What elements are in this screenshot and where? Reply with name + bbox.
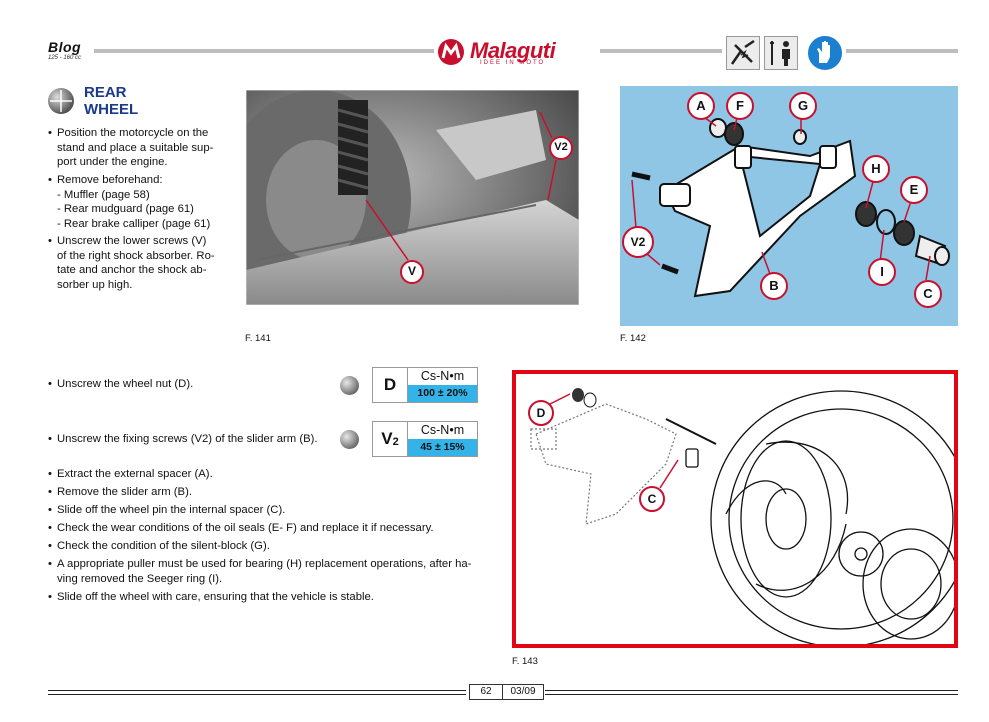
step-list-item: Extract the external spacer (A). xyxy=(48,467,213,482)
callout-f: F xyxy=(726,92,754,120)
brand-logo xyxy=(436,37,600,69)
brand-name: Malaguti xyxy=(470,38,556,63)
callout-c-diagram: C xyxy=(914,280,942,308)
torque-knob-v2 xyxy=(340,430,359,449)
callout-v2-photo-label: V2 xyxy=(554,141,568,153)
torque-v2-letter-sub: 2 xyxy=(392,436,399,448)
torque-knob-d xyxy=(340,376,359,395)
callout-i: I xyxy=(868,258,896,286)
step-list-item: Check the wear conditions of the oil sea… xyxy=(48,521,434,536)
step-list-item: Check the condition of the silent-block … xyxy=(48,539,270,554)
footer-rule-left xyxy=(48,690,466,695)
torque-v2-value: 45 ± 15% xyxy=(408,439,477,456)
torque-d-unit: Cs-N•m xyxy=(420,369,465,383)
section-icon xyxy=(48,88,74,114)
intro-bullet-position: Position the motorcycle on the stand and… xyxy=(48,126,214,170)
intro-b3-line: Unscrew the lower screws (V) xyxy=(57,235,207,247)
header-rule-right xyxy=(846,49,958,53)
diagram-wheel-exploded xyxy=(512,370,972,648)
callout-v-photo-label: V xyxy=(407,264,416,278)
brand-logo-m-icon xyxy=(438,39,464,65)
torque-d-letter: D xyxy=(373,368,408,402)
intro-b1-line: port under the engine. xyxy=(57,156,168,169)
figure-caption-141: F. 141 xyxy=(245,333,271,344)
section-title: REAR WHEEL xyxy=(84,84,138,118)
intro-b2-head: Remove beforehand: xyxy=(57,174,163,186)
tools-spark-icon xyxy=(726,36,760,70)
brand-tagline: IDEE IN MOTO xyxy=(480,60,546,66)
photo-shock-absorber xyxy=(221,89,580,310)
intro-b2-item: - Rear mudguard (page 61) xyxy=(57,203,194,216)
intro-b3-line: tate and anchor the shock ab- xyxy=(57,264,207,277)
torque-v2-unit: Cs-N•m xyxy=(420,423,465,437)
step-puller-line2: ving removed the Seeger ring (I). xyxy=(57,572,223,585)
intro-bullet-remove: Remove beforehand: - Muffler (page 58) -… xyxy=(48,173,211,231)
step-slide-off-wheel: Slide off the wheel with care, ensuring … xyxy=(48,590,374,605)
callout-v2-photo: V2 xyxy=(548,135,574,166)
callout-v-photo: V xyxy=(399,259,425,290)
header-rule-left xyxy=(94,49,434,53)
step-list-item: Remove the slider arm (B). xyxy=(48,485,192,500)
diagram-slider-arm xyxy=(620,86,958,326)
step-unscrew-slider-screws: Unscrew the fixing screws (V2) of the sl… xyxy=(48,432,318,447)
callout-g: G xyxy=(789,92,817,120)
header-rule-mid xyxy=(600,49,722,53)
torque-spec-d: D Cs-N•m 100 ± 20% xyxy=(372,367,478,403)
figure-caption-143: F. 143 xyxy=(512,656,538,667)
intro-b3-line: sorber up high. xyxy=(57,278,133,291)
torque-v2-letter-main: V xyxy=(381,429,393,448)
revision-date: 03/09 xyxy=(502,684,544,700)
step-list-item: Slide off the wheel pin the internal spa… xyxy=(48,503,285,518)
intro-b2-item: - Muffler (page 58) xyxy=(57,188,150,201)
callout-b: B xyxy=(760,272,788,300)
figure-caption-142: F. 142 xyxy=(620,333,646,344)
step-unscrew-wheel-nut: Unscrew the wheel nut (D). xyxy=(48,377,193,392)
step-puller: A appropriate puller must be used for be… xyxy=(48,557,472,586)
callout-c-wheel: C xyxy=(639,486,665,512)
footer-rule-right xyxy=(545,690,958,695)
callout-v2-diagram: V2 xyxy=(622,226,654,258)
callout-e: E xyxy=(900,176,928,204)
page-number: 62 xyxy=(469,684,503,700)
gloves-icon xyxy=(808,36,842,70)
tools-mechanic-icon xyxy=(764,36,798,70)
torque-d-value: 100 ± 20% xyxy=(408,385,477,402)
section-title-line2: WHEEL xyxy=(84,101,139,118)
intro-b1-line: Position the motorcycle on the xyxy=(57,127,209,139)
callout-a: A xyxy=(687,92,715,120)
callout-d: D xyxy=(528,400,554,426)
model-name: Blog xyxy=(48,39,82,55)
intro-b2-item: - Rear brake calliper (page 61) xyxy=(57,217,211,230)
section-title-line1: REAR xyxy=(84,84,127,101)
callout-h: H xyxy=(862,155,890,183)
intro-bullet-unscrew: Unscrew the lower screws (V) of the righ… xyxy=(48,234,215,292)
intro-b3-line: of the right shock absorber. Ro- xyxy=(57,249,215,262)
intro-b1-line: stand and place a suitable sup- xyxy=(57,141,214,154)
model-displacement: 125 - 160 cc xyxy=(48,55,82,61)
step-puller-line1: A appropriate puller must be used for be… xyxy=(57,558,472,570)
